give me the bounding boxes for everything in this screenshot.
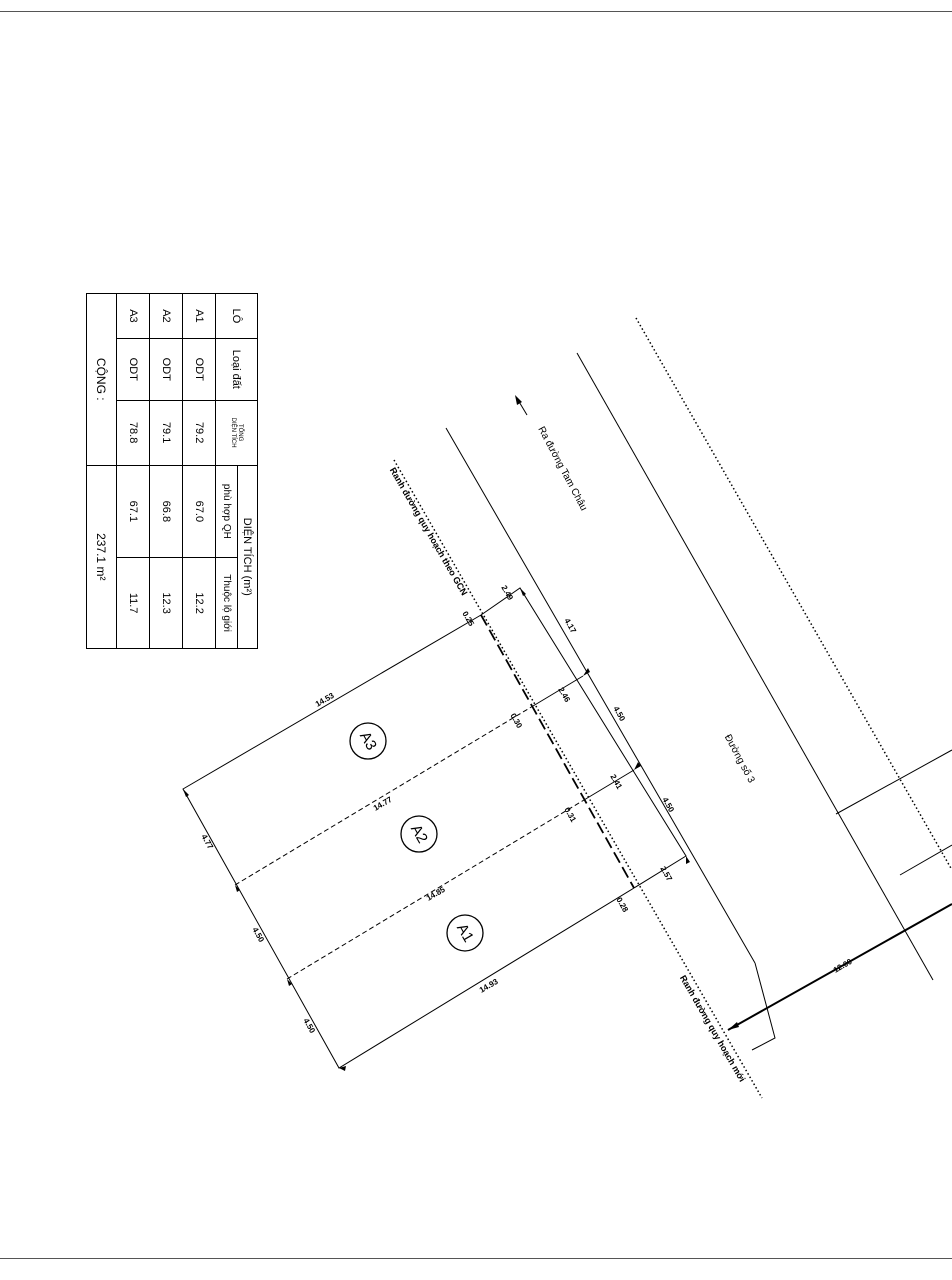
dim-front-1: 4.17: [562, 617, 578, 635]
dim-front-2: 4.50: [611, 705, 627, 723]
cross-line: [899, 844, 952, 876]
lot-division-line: [234, 705, 534, 886]
road-edge-line: [576, 352, 934, 981]
lot-a1-label: A1: [453, 921, 477, 945]
dim-back-1: 4.77: [199, 833, 215, 851]
lot-a3-label: A3: [356, 729, 380, 753]
lot-a3-marker: A3: [349, 722, 387, 760]
planning-boundary-dashed: [480, 614, 635, 889]
boundary-new-label: Ranh đường quy hoạch mới: [678, 973, 747, 1083]
road-width-dimension-line: [727, 903, 952, 1031]
dim-side-3: 14.77: [372, 795, 394, 813]
dimension-ticks: [183, 588, 690, 1071]
dim-right-end: 2.49: [499, 584, 515, 602]
road-name-label: Đường số 3: [722, 732, 758, 785]
dim-offset-3: 0.30: [508, 712, 524, 730]
lot-division-line: [286, 799, 585, 980]
page-bottom-border: [0, 1258, 952, 1259]
old-planning-boundary: [393, 459, 763, 1099]
dim-side-2: 14.85: [425, 885, 447, 903]
road-planning-dotted-line: [635, 317, 952, 871]
dim-offset-2: 0.31: [562, 806, 578, 824]
dim-div-1: 2.41: [608, 773, 624, 791]
lot-a2-marker: A2: [400, 815, 438, 853]
page-top-border: [0, 11, 952, 12]
dim-side-1: 14.93: [478, 977, 500, 995]
dim-front-3: 4.50: [660, 796, 676, 814]
direction-arrow-head: [515, 395, 522, 405]
lot-front-line: [480, 587, 687, 889]
lot-a1-marker: A1: [446, 914, 484, 952]
dim-left-end: 2.57: [658, 865, 674, 883]
cross-line: [835, 749, 952, 815]
lot-a2-label: A2: [407, 822, 431, 846]
dim-back-2: 4.50: [250, 926, 266, 944]
boundary-old-label: Ranh đường quy hoạch theo GCN: [388, 466, 470, 597]
dim-offset-1: 0.28: [614, 896, 630, 914]
lot-division-front: [532, 675, 584, 707]
dim-back-3: 4.50: [301, 1017, 317, 1035]
road-direction-label: Ra đường Tam Châu: [535, 425, 589, 513]
lot-outer-boundary: [182, 614, 635, 1069]
dimension-arrow: [728, 1022, 739, 1030]
road-edge-line: [445, 427, 756, 964]
dim-road-width: 12.00: [832, 957, 854, 975]
lot-division-front: [583, 769, 635, 801]
dim-div-2: 2.46: [556, 686, 572, 704]
road-corner-line: [751, 962, 776, 1051]
